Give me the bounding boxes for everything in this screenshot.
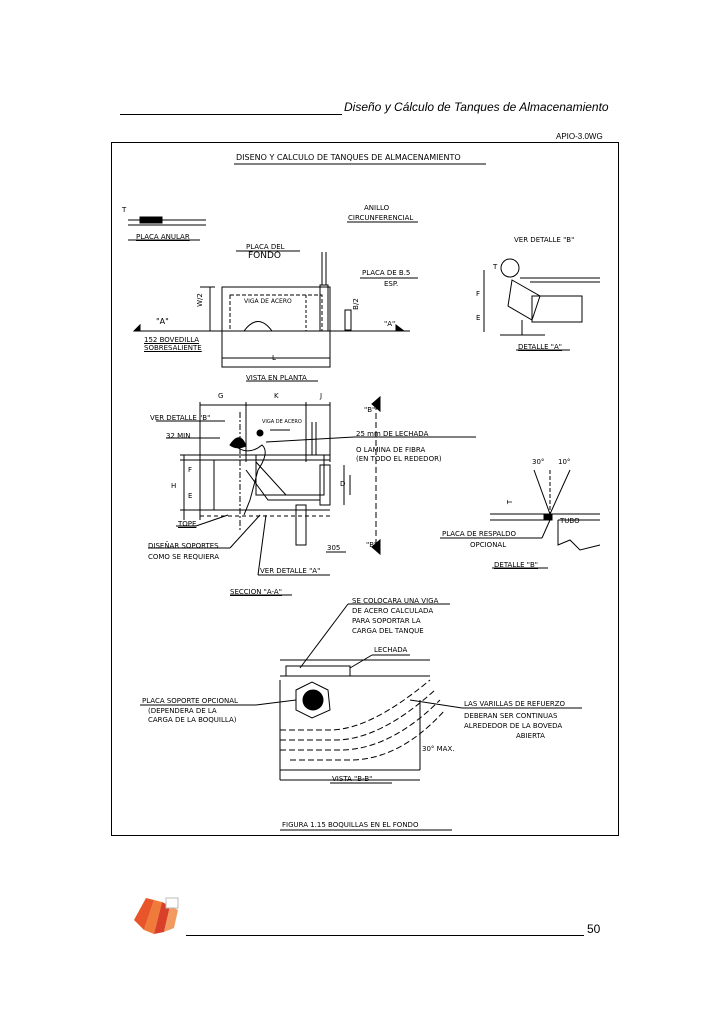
- label-ver-detalle-b-top: VER DETALLE "B": [514, 236, 575, 244]
- label-t-anular: T: [122, 206, 127, 214]
- label-esp: ESP.: [384, 280, 399, 288]
- label-fondo: FONDO: [248, 251, 282, 261]
- label-t-detalle-a: T: [493, 263, 498, 271]
- label-30-max: 30° MAX.: [422, 745, 455, 753]
- label-b2: B/2: [351, 298, 360, 310]
- label-f-detalle-a: F: [476, 290, 481, 298]
- label-l: L: [272, 354, 276, 362]
- label-todo-rededor: (EN TODO EL REDEDOR): [356, 455, 442, 463]
- label-bovedilla: 152 BOVEDILLA: [144, 336, 200, 344]
- label-alrededor: ALREDEDOR DE LA BOVEDA: [464, 722, 563, 730]
- label-seccion-aa: SECCION "A-A": [230, 588, 282, 596]
- label-viga-de-acero-2: VIGA DE ACERO: [262, 419, 302, 425]
- label-10-deg: 10°: [558, 458, 571, 466]
- label-carga-del-tanque: CARGA DEL TANQUE: [352, 627, 424, 635]
- header-rule: [120, 114, 342, 115]
- label-deberan: DEBERAN SER CONTINUAS: [464, 712, 558, 720]
- page-number: 50: [587, 922, 601, 936]
- label-detalle-a: DETALLE "A": [518, 343, 563, 351]
- label-placa-del: PLACA DEL: [246, 243, 285, 251]
- label-detalle-b: DETALLE "B": [494, 561, 539, 569]
- label-anillo: ANILLO: [364, 204, 390, 212]
- label-j: J: [320, 392, 323, 400]
- label-e-detalle-a: E: [476, 314, 481, 322]
- label-placa-anular: PLACA ANULAR: [136, 233, 190, 241]
- label-25mm-lechada: 25 mm DE LECHADA: [356, 430, 429, 438]
- label-b-top: "B": [364, 406, 376, 414]
- label-ver-detalle-a: VER DETALLE "A": [260, 567, 321, 575]
- label-sobresaliente: SOBRESALIENTE: [144, 344, 202, 352]
- label-dependera: (DEPENDERA DE LA: [148, 707, 217, 715]
- figure-frame: [111, 142, 619, 836]
- label-viga-de-acero: VIGA DE ACERO: [244, 298, 292, 305]
- label-32-min: 32 MIN: [166, 432, 191, 440]
- label-lamina-fibra: O LAMINA DE FIBRA: [356, 446, 426, 454]
- label-vista-bb: VISTA "B-B": [332, 775, 373, 783]
- label-t-detalle-b: T: [506, 499, 515, 505]
- label-e-seccion: E: [188, 492, 193, 500]
- label-disenar-soportes: DISEÑAR SOPORTES: [148, 542, 219, 550]
- label-a-left: "A": [156, 317, 169, 326]
- label-placa-de-b5: PLACA DE B.5: [362, 269, 411, 277]
- label-tope: TOPE: [178, 520, 197, 528]
- label-placa-respaldo: PLACA DE RESPALDO: [442, 530, 516, 538]
- label-de-acero: DE ACERO CALCULADA: [352, 607, 434, 615]
- label-tubo: TUBO: [560, 517, 580, 525]
- label-varillas: LAS VARILLAS DE REFUERZO: [464, 700, 566, 708]
- label-g: G: [218, 392, 224, 400]
- label-placa-soporte: PLACA SOPORTE OPCIONAL: [142, 697, 238, 705]
- label-b-bottom: "B": [366, 541, 378, 549]
- label-para-soportar: PARA SOPORTAR LA: [352, 617, 421, 625]
- label-circunferencial: CIRCUNFERENCIAL: [348, 214, 414, 222]
- header-title: Diseño y Cálculo de Tanques de Almacenam…: [344, 100, 609, 114]
- label-como-se-requiera: COMO SE REQUIERA: [148, 553, 220, 561]
- label-k: K: [274, 392, 279, 400]
- publisher-logo: [134, 897, 179, 934]
- label-opcional: OPCIONAL: [470, 541, 507, 549]
- label-carga-boquilla: CARGA DE LA BOQUILLA): [148, 716, 237, 724]
- label-abierta: ABIERTA: [516, 732, 545, 740]
- label-30-deg: 30°: [532, 458, 545, 466]
- figure-caption: FIGURA 1.15 BOQUILLAS EN EL FONDO: [282, 821, 419, 829]
- drawing-code: APIO-3.0WG: [556, 132, 603, 141]
- label-w2: W/2: [195, 293, 204, 307]
- label-f-seccion: F: [188, 466, 193, 474]
- label-se-colocara: SE COLOCARA UNA VIGA: [352, 597, 439, 605]
- label-h: H: [171, 482, 177, 490]
- label-ver-detalle-b: VER DETALLE "B": [150, 414, 211, 422]
- label-305: 305: [327, 544, 341, 552]
- drawing-main-title: DISENO Y CALCULO DE TANQUES DE ALMACENAM…: [236, 153, 461, 162]
- label-vista-en-planta: VISTA EN PLANTA: [246, 374, 307, 382]
- label-a-right: "A": [384, 320, 396, 328]
- footer-rule: [186, 935, 584, 936]
- label-d: D: [340, 480, 346, 488]
- label-lechada: LECHADA: [374, 646, 408, 654]
